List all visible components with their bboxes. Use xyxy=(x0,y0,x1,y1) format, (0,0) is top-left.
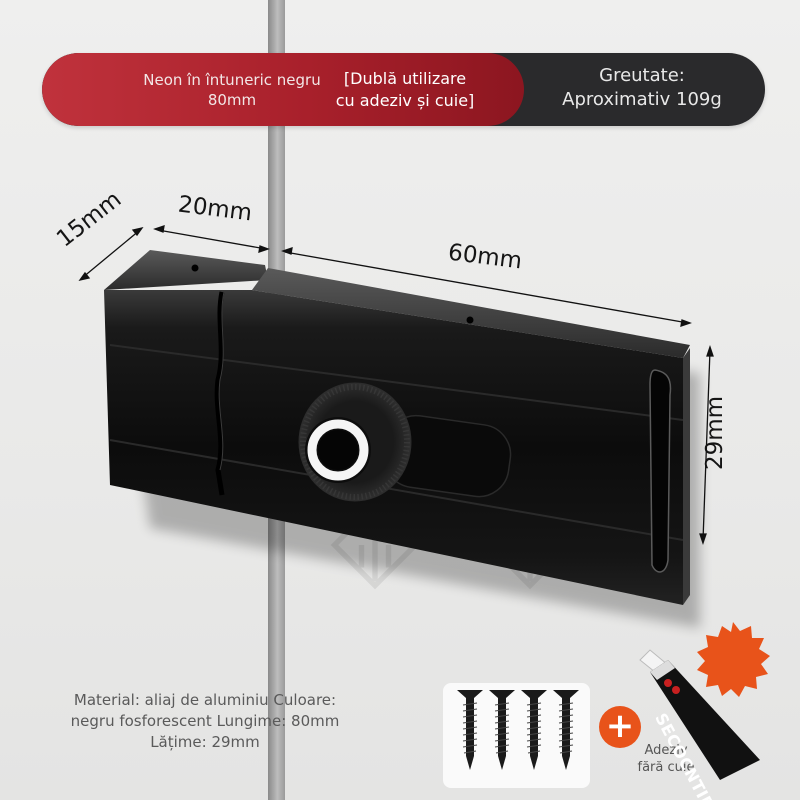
right-block-top xyxy=(252,268,690,358)
glow-ring xyxy=(307,419,369,481)
screws-icon xyxy=(457,690,579,770)
banner-weight: Greutate: Aproximativ 109g xyxy=(562,65,722,110)
plus-icon: + xyxy=(599,706,641,748)
spec-caption: Material: aliaj de aluminiu Culoare: neg… xyxy=(70,691,340,751)
dimension-lines xyxy=(78,225,714,546)
banner-dual-use: [Dublă utilizare cu adeziv și cuie] xyxy=(335,69,475,110)
left-block-top xyxy=(104,250,268,290)
gratis-starburst-icon xyxy=(697,622,770,697)
banner-red-segment xyxy=(42,53,524,126)
banner-product-name: Neon în întuneric negru 80mm xyxy=(143,71,321,109)
feature-banner: Neon în întuneric negru 80mm [Dublă util… xyxy=(42,53,765,126)
adhesive-tube-icon xyxy=(639,649,760,780)
adhesive-label: Adeziv fără cuie xyxy=(637,743,695,775)
